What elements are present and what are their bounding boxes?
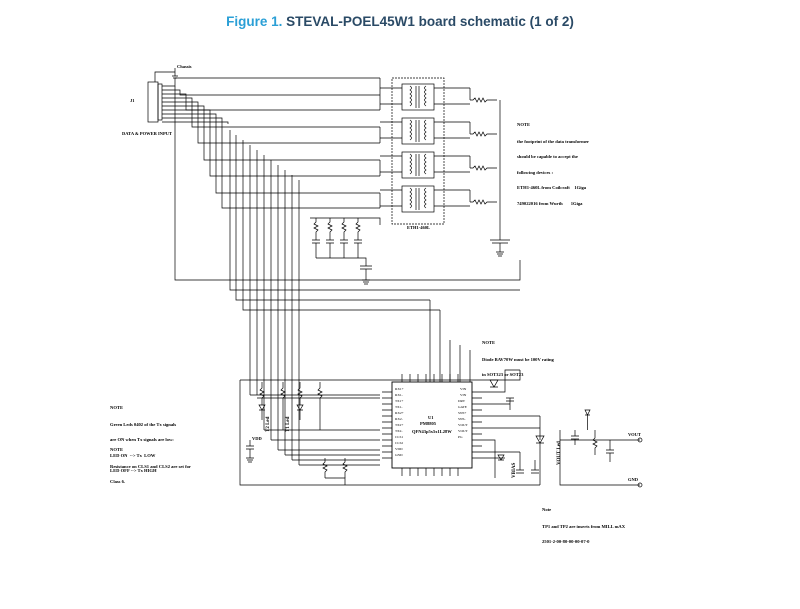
- note-line: in SOT323 or SOT23: [482, 372, 524, 378]
- svg-text:CLS1: CLS1: [395, 435, 403, 439]
- connector-j1-body: [147, 81, 159, 123]
- transformer-channel-3: [401, 151, 435, 179]
- svg-text:GND: GND: [395, 453, 403, 457]
- svg-text:RX1+: RX1+: [395, 387, 404, 391]
- note-line: Resistance on CLS1 and CLS2 are set for: [110, 463, 191, 469]
- svg-text:CLS2: CLS2: [395, 441, 403, 445]
- vout-led-label: VOUT Led: [557, 441, 562, 465]
- ic-ref-label: U1: [428, 415, 434, 420]
- svg-text:RX2-: RX2-: [395, 417, 404, 421]
- note-line: LED ON --> Tx LOW: [110, 452, 156, 458]
- note-line: Diode BAV70W must be 100V rating: [482, 356, 554, 362]
- svg-text:TX2+: TX2+: [395, 423, 403, 427]
- note-testpoints: Note TP1 and TP2 are inserts from MILL m…: [542, 497, 625, 550]
- svg-text:TX1+: TX1+: [395, 399, 403, 403]
- transformer-package: [391, 77, 445, 225]
- transformer-channel-4: [401, 185, 435, 213]
- svg-text:PG: PG: [458, 435, 463, 439]
- note-heading: NOTE: [110, 447, 124, 453]
- power-section: [482, 369, 643, 488]
- svg-text:RX2+: RX2+: [395, 411, 404, 415]
- t2-led-string: [258, 382, 286, 430]
- vdd-label: VDD: [252, 436, 262, 441]
- resistor-r2: [470, 131, 497, 137]
- t1-led-string: [296, 382, 323, 430]
- note-resistance: NOTE Resistance on CLS1 and CLS2 are set…: [110, 437, 191, 490]
- note-line: are ON when Tx signals are low:: [110, 437, 174, 443]
- note-diode: NOTE Diode BAV70W must be 100V rating in…: [482, 330, 554, 383]
- note-line: the footprint of the data transformer: [517, 138, 590, 144]
- cls-resistors: [322, 458, 348, 485]
- svg-text:TX2-: TX2-: [395, 429, 403, 433]
- ic-package-label: QFN43p5x5x1L28W: [412, 429, 452, 434]
- note-line: should be capable to accept the: [517, 154, 578, 160]
- output-capacitor: [490, 239, 510, 244]
- svg-text:GATE: GATE: [458, 405, 467, 409]
- svg-text:SNS+: SNS+: [458, 411, 466, 415]
- center-tap-network: [312, 218, 372, 285]
- transformer-channel-1: [401, 83, 435, 111]
- svg-text:VDD: VDD: [395, 447, 403, 451]
- testpoint-tp1: [637, 437, 643, 443]
- svg-text:VIN: VIN: [460, 387, 467, 391]
- note-heading: NOTE: [517, 122, 531, 128]
- testpoint-tp2: [637, 482, 643, 488]
- svg-text:TX1-: TX1-: [395, 405, 403, 409]
- figure-title: Figure 1. STEVAL-POEL45W1 board schemati…: [0, 14, 800, 29]
- svg-text:VOUT: VOUT: [458, 429, 469, 433]
- note-line: LED OFF --> Tx HIGH: [110, 468, 157, 474]
- svg-text:SNS-: SNS-: [458, 417, 466, 421]
- connector-ref: J1: [130, 98, 135, 103]
- controller-ic-u1: [391, 381, 473, 469]
- note-line: 2501-2-00-80-00-00-07-0: [542, 539, 590, 545]
- connector-label: DATA & POWER INPUT: [122, 131, 172, 136]
- ground-symbol-icon: [496, 243, 504, 257]
- note-line: following devices :: [517, 169, 553, 175]
- note-line: Class 6.: [110, 479, 126, 485]
- note-leds: NOTE Green Leds 0402 of the Tx signals a…: [110, 395, 176, 479]
- svg-text:DRV: DRV: [458, 399, 466, 403]
- svg-text:RX1-: RX1-: [395, 393, 404, 397]
- figure-caption: STEVAL-POEL45W1 board schematic (1 of 2): [286, 14, 574, 29]
- transformer-part-label: ETH1-460L: [407, 225, 431, 230]
- transformer-channel-2: [401, 117, 435, 145]
- vbias-label: VBIAS: [512, 462, 517, 478]
- chassis-ground-icon: [172, 68, 178, 79]
- note-line: ETH1-460L from Coilcraft 1Giga: [517, 185, 587, 191]
- note-heading: Note: [542, 507, 552, 513]
- figure-number: Figure 1.: [226, 14, 283, 29]
- t2-led-label: T2 Led: [266, 416, 271, 432]
- connector-j1-shield: [157, 83, 163, 121]
- gnd-output-label: GND: [628, 477, 638, 482]
- pin-labels: RX1+ RX1- TX1+ TX1- RX2+ RX2- TX2+ TX2- CLS1 C…: [395, 387, 469, 457]
- chassis-ground-icon: [362, 279, 370, 285]
- note-line: 749022016 from Wurth 1Giga: [517, 200, 583, 206]
- vdd-decoupling: [246, 440, 254, 463]
- chassis-label: Chassis: [177, 64, 192, 69]
- t1-led-label: T1 Led: [286, 416, 291, 432]
- chassis-wire: [154, 71, 175, 82]
- svg-text:VIN: VIN: [460, 393, 467, 397]
- note-line: Green Leds 0402 of the Tx signals: [110, 421, 177, 427]
- note-line: TP1 and TP2 are inserts from MILL mAX: [542, 523, 626, 529]
- note-heading: NOTE: [110, 405, 124, 411]
- note-transformer: NOTE the footprint of the data transform…: [517, 112, 589, 211]
- svg-text:VOUT: VOUT: [458, 423, 469, 427]
- resistor-r1: [470, 97, 497, 103]
- resistor-r3: [470, 165, 497, 171]
- note-heading: NOTE: [482, 340, 496, 346]
- vout-output-label: VOUT: [628, 432, 641, 437]
- ic-part-label: PM8805: [420, 421, 436, 426]
- resistor-r4: [470, 199, 497, 205]
